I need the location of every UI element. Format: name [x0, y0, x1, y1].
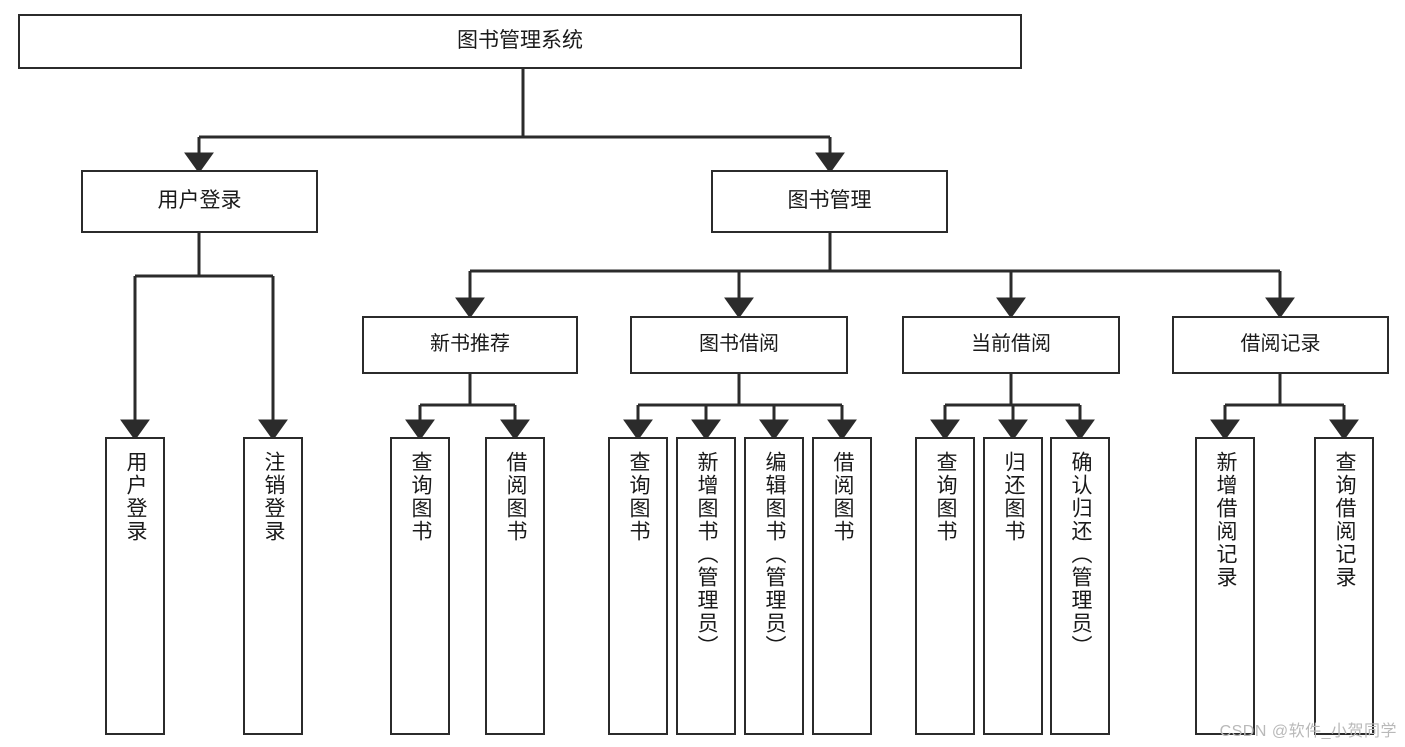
node-root[interactable]: 图书管理系统: [18, 14, 1022, 69]
node-leaf-borrow-book-2-label: 借阅图书: [831, 451, 855, 543]
node-leaf-query-record-label: 查询借阅记录: [1333, 451, 1357, 589]
node-leaf-return-book[interactable]: 归还图书: [983, 437, 1043, 735]
node-leaf-query-record[interactable]: 查询借阅记录: [1314, 437, 1374, 735]
node-book-borrow-label: 图书借阅: [699, 333, 779, 356]
node-borrow-record[interactable]: 借阅记录: [1172, 316, 1389, 374]
node-leaf-return-book-label: 归还图书: [1002, 451, 1026, 543]
node-leaf-add-record-label: 新增借阅记录: [1214, 451, 1238, 589]
node-leaf-query-book-1-label: 查询图书: [409, 451, 433, 543]
node-leaf-query-book-3[interactable]: 查询图书: [915, 437, 975, 735]
node-leaf-add-book-label: 新增图书（管理员）: [695, 451, 719, 658]
node-leaf-query-book-3-label: 查询图书: [934, 451, 958, 543]
node-leaf-query-book-1[interactable]: 查询图书: [390, 437, 450, 735]
node-leaf-edit-book[interactable]: 编辑图书（管理员）: [744, 437, 804, 735]
node-leaf-query-book-2-label: 查询图书: [627, 451, 651, 543]
node-current-borrow[interactable]: 当前借阅: [902, 316, 1120, 374]
node-leaf-confirm-return-label: 确认归还（管理员）: [1069, 451, 1093, 658]
node-user-login[interactable]: 用户登录: [81, 170, 318, 233]
node-leaf-add-book[interactable]: 新增图书（管理员）: [676, 437, 736, 735]
node-leaf-user-logout-label: 注销登录: [262, 451, 286, 543]
node-new-book-recommend[interactable]: 新书推荐: [362, 316, 578, 374]
node-leaf-user-logout[interactable]: 注销登录: [243, 437, 303, 735]
node-root-label: 图书管理系统: [457, 29, 583, 53]
node-leaf-add-record[interactable]: 新增借阅记录: [1195, 437, 1255, 735]
node-leaf-edit-book-label: 编辑图书（管理员）: [763, 451, 787, 658]
node-leaf-borrow-book-1[interactable]: 借阅图书: [485, 437, 545, 735]
node-book-borrow[interactable]: 图书借阅: [630, 316, 848, 374]
node-leaf-borrow-book-1-label: 借阅图书: [504, 451, 528, 543]
node-leaf-user-login[interactable]: 用户登录: [105, 437, 165, 735]
node-user-login-label: 用户登录: [157, 189, 242, 213]
node-leaf-confirm-return[interactable]: 确认归还（管理员）: [1050, 437, 1110, 735]
node-book-manage[interactable]: 图书管理: [711, 170, 948, 233]
node-leaf-query-book-2[interactable]: 查询图书: [608, 437, 668, 735]
node-leaf-user-login-label: 用户登录: [124, 451, 148, 543]
node-borrow-record-label: 借阅记录: [1240, 333, 1321, 356]
node-book-manage-label: 图书管理: [787, 189, 872, 213]
node-new-book-recommend-label: 新书推荐: [430, 333, 510, 356]
node-current-borrow-label: 当前借阅: [971, 333, 1051, 356]
node-leaf-borrow-book-2[interactable]: 借阅图书: [812, 437, 872, 735]
